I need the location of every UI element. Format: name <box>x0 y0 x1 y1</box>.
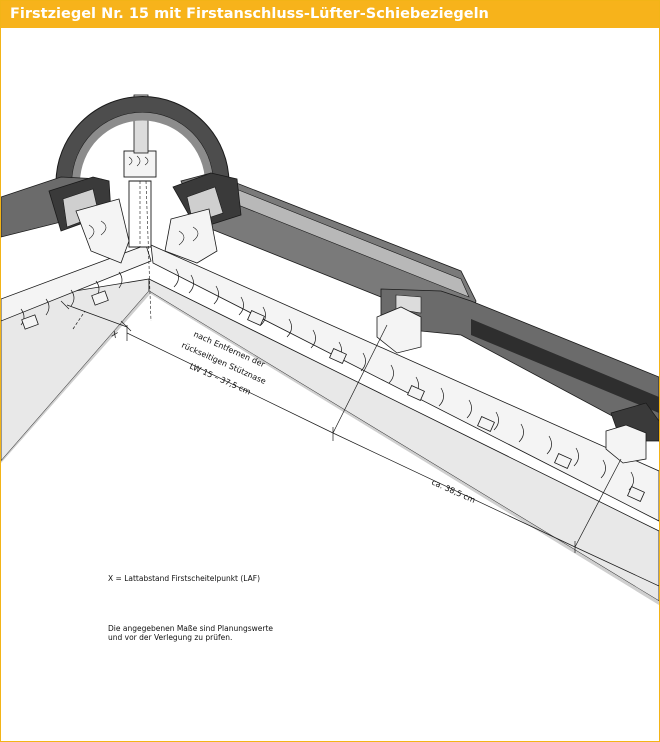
battens-right <box>247 310 645 502</box>
batten-wood-grain <box>20 268 634 491</box>
page-title: Firstziegel Nr. 15 mit Firstanschluss-Lü… <box>1 1 659 28</box>
planning-note-line1: Die angegebenen Maße sind Planungswerte <box>108 624 274 633</box>
planning-note: Die angegebenen Maße sind Planungswerte … <box>108 624 273 642</box>
ridge-diagram: X nach Entfernen der rückseitigen Stützn… <box>1 94 659 605</box>
vent-right <box>164 208 218 264</box>
planning-note-line2: und vor der Verlegung zu prüfen. <box>108 633 233 642</box>
dimension-lines <box>60 300 659 587</box>
legend-text: X = Lattabstand Firstscheitelpunkt (LAF) <box>108 574 261 583</box>
rafter-lower-left <box>1 291 151 463</box>
x-marker-label: X <box>110 330 119 341</box>
rafter-surface-right <box>148 278 659 602</box>
ridge-batten <box>123 150 157 178</box>
batten-clip-mid <box>376 306 422 354</box>
ridge-tile-inner <box>72 112 213 183</box>
vent-left <box>75 198 130 264</box>
counter-batten-right <box>150 244 659 522</box>
counter-batten-left <box>1 244 152 322</box>
battens-left <box>21 290 109 330</box>
batten-clip-right <box>605 424 647 464</box>
